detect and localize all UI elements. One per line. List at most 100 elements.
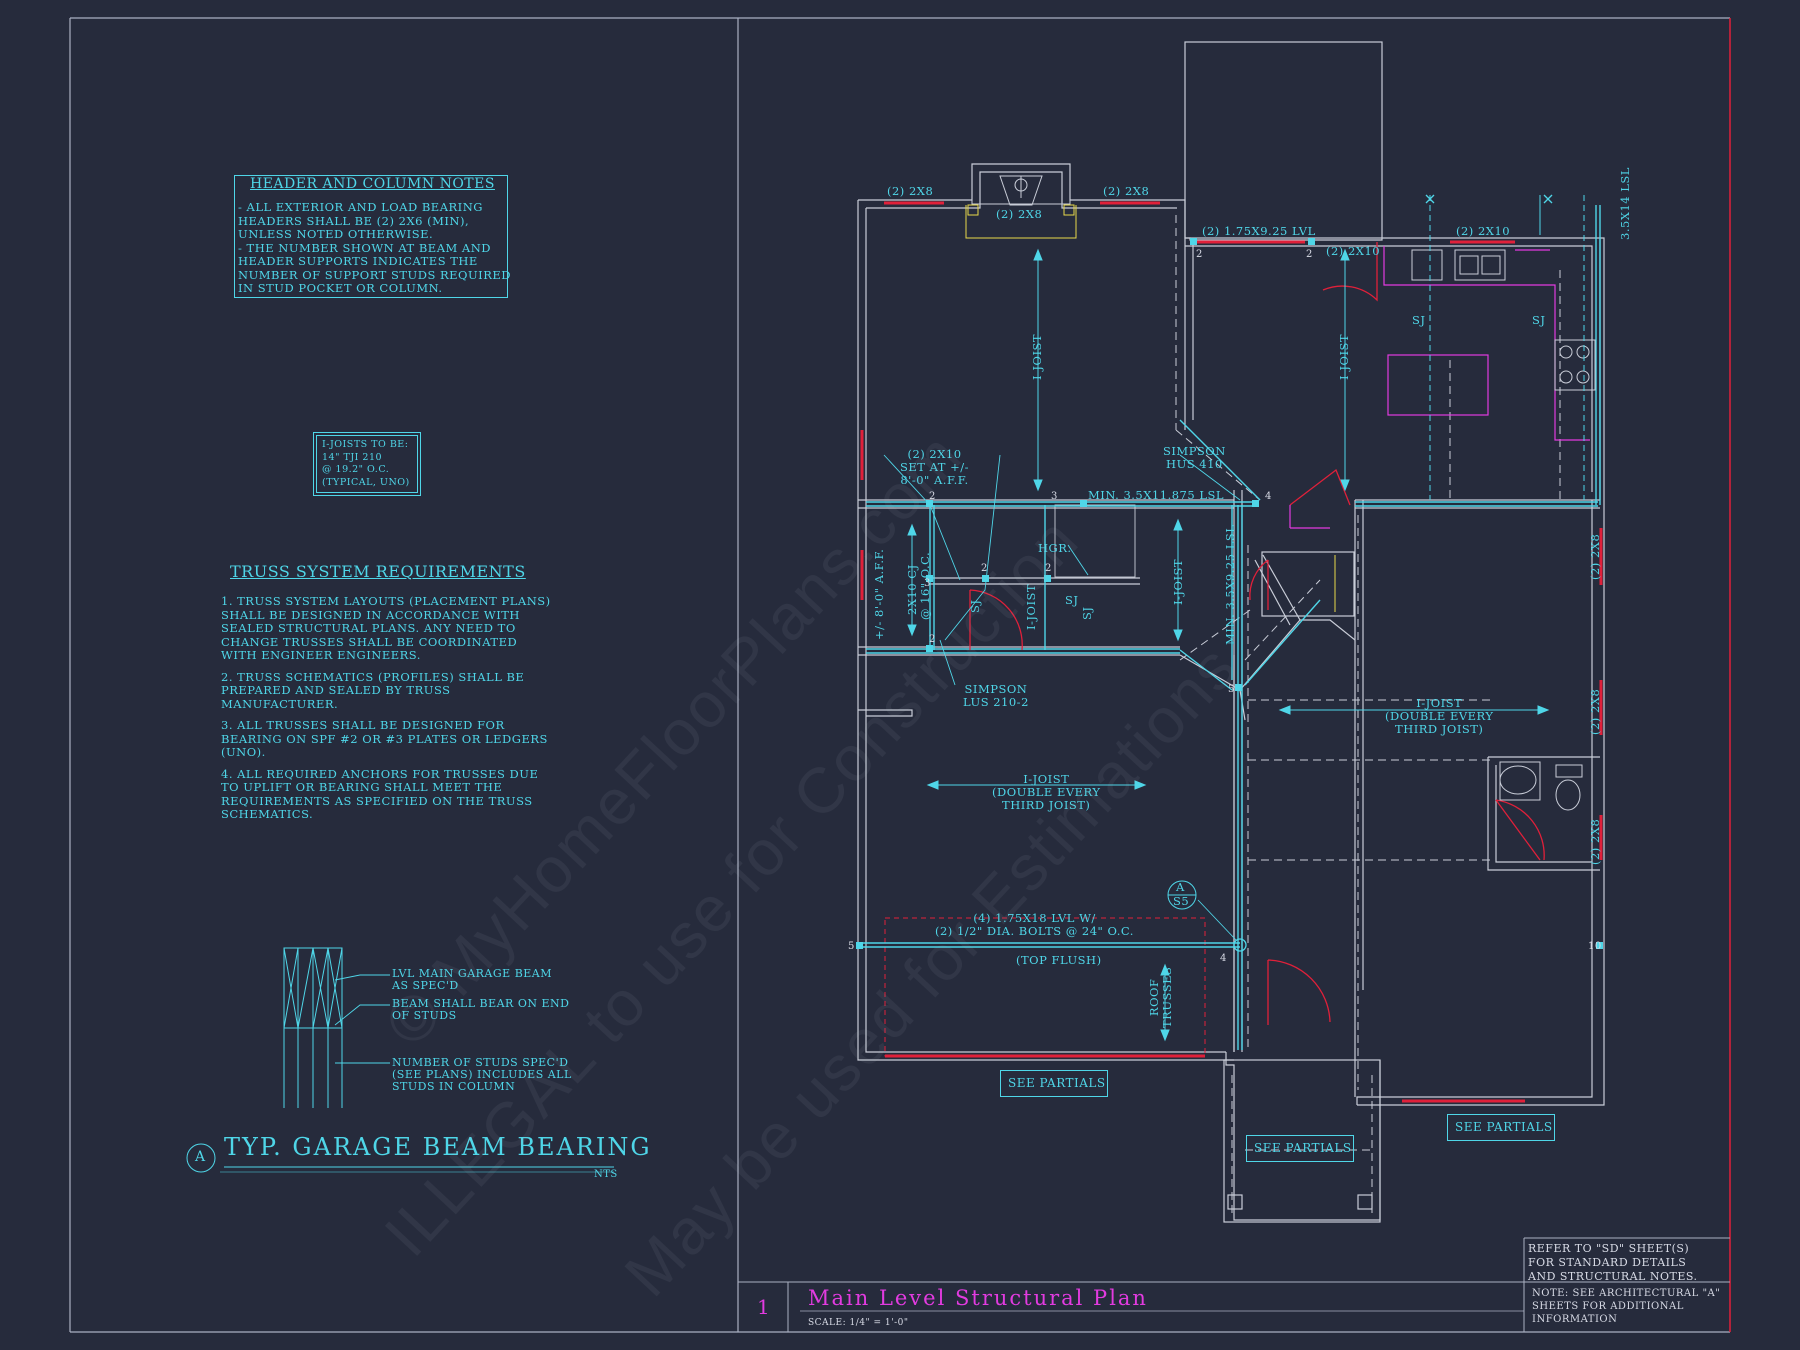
plan-label-hdr-2x8-e3: (2) 2x8 — [1588, 818, 1602, 865]
ijoist-note-line: I-JOISTS TO BE: — [322, 439, 409, 450]
truss-requirements-title: TRUSS SYSTEM REQUIREMENTS — [230, 562, 526, 581]
plan-label-ijoist-1: I-JOIST — [1030, 333, 1044, 380]
see-partials-label-1: SEE PARTIALS — [1008, 1076, 1106, 1090]
truss-note-line: 3. ALL TRUSSES SHALL BE DESIGNED FOR — [221, 718, 505, 732]
header-column-notes-title: HEADER AND COLUMN NOTES — [250, 176, 495, 192]
truss-note-line: REQUIREMENTS AS SPECIFIED ON THE TRUSS — [221, 793, 533, 808]
detail-scale-nts: NTS — [594, 1169, 618, 1180]
plan-label-simpson-lus: SIMPSON LUS 210-2 — [963, 682, 1029, 709]
plan-label-hdr-2x10-b: (2) 2x10 — [1456, 224, 1511, 238]
plan-label-hdr-2x8-e1: (2) 2x8 — [1588, 533, 1602, 580]
garage-beam-zone — [884, 917, 1206, 1057]
plan-label-hdr-2x8-center: (2) 2x8 — [996, 207, 1043, 221]
header-column-notes-box — [234, 175, 508, 298]
plan-label-simpson-hus: SIMPSON HUS 410 — [1163, 444, 1226, 471]
truss-note-line: 2. TRUSS SCHEMATICS (PROFILES) SHALL BE — [221, 669, 525, 684]
plan-label-hgr: HGR. — [1038, 541, 1072, 555]
plan-label-sj-1: SJ — [1412, 313, 1426, 327]
callout-line: OF STUDS — [392, 1009, 457, 1022]
see-partials-label-2: SEE PARTIALS — [1254, 1141, 1352, 1155]
callout-line: BEAM SHALL BEAR ON END — [392, 997, 570, 1010]
stud-count-label: 2 — [981, 563, 988, 574]
header-note-line: HEADER SUPPORTS INDICATES THE — [238, 254, 478, 268]
appliances — [971, 163, 1596, 811]
plan-label-cj: 2x10 CJ — [905, 564, 919, 615]
header-note-line: NUMBER OF SUPPORT STUDS REQUIRED — [238, 267, 511, 282]
truss-note-line: SHALL BE DESIGNED IN ACCORDANCE WITH — [221, 607, 520, 622]
ijoist-note-line: @ 19.2" O.C. — [322, 464, 390, 475]
dashed-lines — [1175, 215, 1561, 1215]
stud-count-label: 3 — [924, 578, 931, 589]
note-line: INFORMATION — [1532, 1314, 1618, 1325]
stud-count-label: 5 — [848, 941, 855, 952]
stud-count-label: 5 — [1228, 684, 1235, 695]
stud-count-label: 4 — [1220, 953, 1227, 964]
plan-label-ijoist-4: I-JOIST — [1171, 558, 1185, 605]
callout-line: LVL MAIN GARAGE BEAM — [392, 967, 553, 980]
truss-note-line: WITH ENGINEER ENGINEERS. — [221, 648, 421, 662]
refer-line: REFER TO "SD" SHEET(S) — [1528, 1242, 1690, 1255]
truss-note-line: CHANGE TRUSSES SHALL BE COORDINATED — [221, 634, 518, 649]
plan-label-lvl-beam: (4) 1.75x18 LVL W/ (2) 1/2" DIA. BOLTS @… — [935, 911, 1134, 938]
see-partials-box-3 — [1447, 1114, 1555, 1141]
cross-markers — [1425, 194, 1553, 204]
leader-lines — [334, 454, 1241, 1064]
detail-marker-letter: A — [195, 1149, 206, 1165]
header-note-line: IN STUD POCKET OR COLUMN. — [238, 281, 443, 295]
plan-walls — [857, 41, 1605, 1223]
truss-note-line: SCHEMATICS. — [221, 807, 314, 821]
truss-note-line: 1. TRUSS SYSTEM LAYOUTS (PLACEMENT PLANS… — [221, 594, 551, 608]
truss-note-line: BEARING ON SPF #2 OR #3 PLATES OR LEDGER… — [221, 731, 548, 746]
plan-label-hdr-2x8-e2: (2) 2x8 — [1588, 688, 1602, 735]
truss-note-line: MANUFACTURER. — [221, 696, 339, 711]
note-line: SHEETS FOR ADDITIONAL — [1532, 1301, 1684, 1312]
plan-label-section-marker-bot: S5 — [1173, 894, 1190, 908]
note-line: NOTE: SEE ARCHITECTURAL "A" — [1532, 1288, 1721, 1299]
refer-line: AND STRUCTURAL NOTES. — [1528, 1270, 1698, 1283]
refer-line: FOR STANDARD DETAILS — [1528, 1256, 1687, 1269]
plan-label-hdr-2x8-left: (2) 2x8 — [887, 184, 934, 198]
plan-label-ijoist-2: I-JOIST — [1337, 333, 1351, 380]
plan-label-ijoist-double-l: I-JOIST (DOUBLE EVERY THIRD JOIST) — [992, 772, 1101, 812]
beam-lines — [860, 205, 1601, 1050]
truss-note-line: 4. ALL REQUIRED ANCHORS FOR TRUSSES DUE — [221, 766, 539, 781]
see-partials-label-3: SEE PARTIALS — [1455, 1120, 1553, 1134]
joist-arrows — [907, 195, 1585, 1042]
ijoist-spec-box — [313, 432, 421, 496]
truss-note-line: PREPARED AND SEALED BY TRUSS — [221, 683, 451, 697]
stud-count-label: 10 — [1588, 941, 1602, 952]
column-markers — [856, 238, 1603, 952]
plan-label-section-marker-top: A — [1176, 880, 1185, 894]
header-note-line: - ALL EXTERIOR AND LOAD BEARING — [238, 200, 483, 214]
callout-line: NUMBER OF STUDS SPEC'D — [392, 1056, 569, 1069]
drawing-number: 1 — [757, 1295, 771, 1319]
header-note-line: UNLESS NOTED OTHERWISE. — [238, 227, 434, 241]
callout-line: STUDS IN COLUMN — [392, 1080, 516, 1093]
stud-count-label: 2 — [1045, 563, 1052, 574]
see-partials-box-2 — [1246, 1135, 1354, 1162]
beam-bearing-detail — [186, 947, 614, 1173]
stud-count-label: 2 — [929, 634, 936, 645]
stud-count-label: 2 — [1196, 249, 1203, 260]
stud-count-label: 2 — [929, 491, 936, 502]
fixtures — [1289, 246, 1590, 529]
callout-line: AS SPEC'D — [392, 979, 459, 992]
plan-label-lsl-vert: 3.5x14 LSL — [1618, 167, 1632, 240]
truss-note-line: SEALED STRUCTURAL PLANS. ANY NEED TO — [221, 621, 516, 635]
plan-label-hdr-2x10-set: (2) 2x10 SET AT +/- 8'-0" A.F.F. — [900, 447, 969, 487]
plan-label-top-flush: (TOP FLUSH) — [1016, 953, 1102, 967]
header-note-line: HEADERS SHALL BE (2) 2x6 (MIN), — [238, 213, 470, 228]
plan-label-hdr-2x10-a: (2) 2x10 — [1326, 244, 1381, 258]
truss-note-line: TO UPLIFT OR BEARING SHALL MEET THE — [221, 780, 503, 794]
stud-count-label: 2 — [1306, 249, 1313, 260]
plan-label-lvl-175: (2) 1.75x9.25 LVL — [1202, 224, 1316, 238]
plan-label-sj-5: SJ — [1080, 606, 1094, 621]
plan-label-sj-3: SJ — [1065, 593, 1079, 607]
title-block-lines — [738, 1237, 1730, 1332]
drawing-scale: SCALE: 1/4" = 1'-0" — [808, 1318, 909, 1328]
truss-note-line: (UNO). — [221, 745, 266, 759]
plan-label-roof-trusses: ROOF TRUSSES — [1147, 966, 1174, 1028]
sheet-border — [69, 17, 1730, 1333]
see-partials-box-1 — [1000, 1070, 1108, 1097]
